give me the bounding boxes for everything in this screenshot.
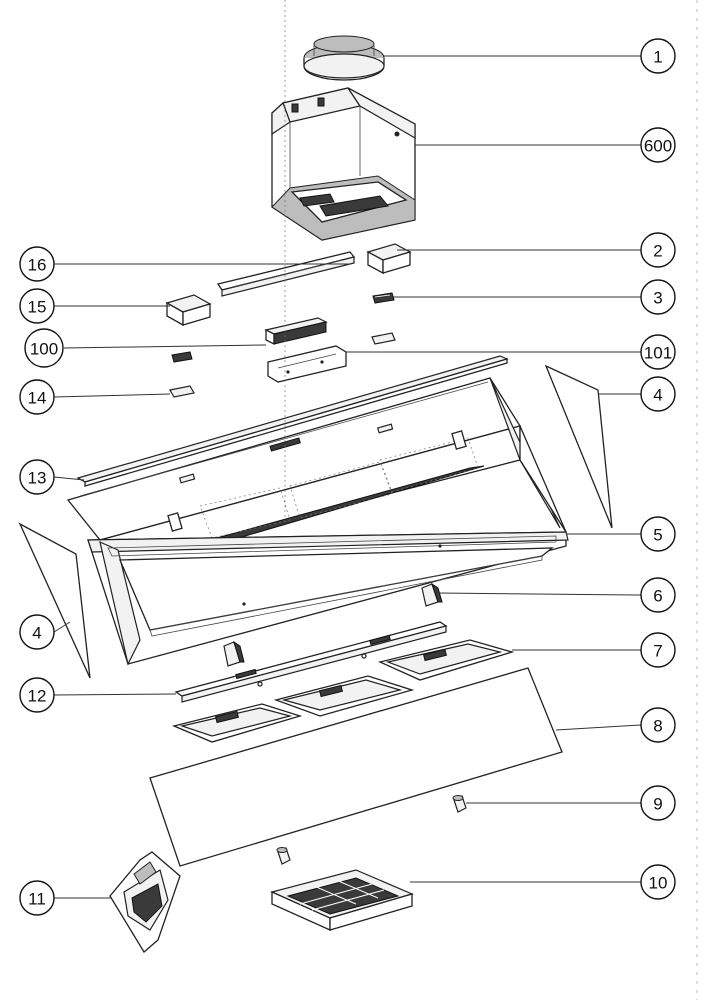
callout-16-label: 16 bbox=[28, 256, 47, 275]
part-motor-housing bbox=[271, 87, 416, 241]
callout-8-label: 8 bbox=[653, 717, 662, 736]
part-side-panel-right bbox=[544, 364, 613, 529]
callout-3-label: 3 bbox=[653, 289, 662, 308]
part-hood-body bbox=[66, 0, 569, 666]
callout-2-label: 2 bbox=[653, 242, 662, 261]
callout-5: 5 bbox=[640, 516, 676, 552]
part-side-panel-left bbox=[18, 522, 91, 679]
callout-12: 12 bbox=[19, 677, 55, 713]
part-pad-14 bbox=[169, 385, 195, 398]
part-clip-left bbox=[223, 640, 245, 667]
leader-lines bbox=[53, 55, 642, 899]
part-knob-left bbox=[276, 847, 291, 865]
part-duct-collar bbox=[303, 35, 385, 81]
part-filter-rail bbox=[174, 621, 448, 703]
callout-10: 10 bbox=[640, 864, 676, 900]
part-pad-3 bbox=[372, 292, 395, 304]
callout-9: 9 bbox=[640, 785, 676, 821]
part-mounting-plate bbox=[267, 345, 347, 383]
callout-101-label: 101 bbox=[644, 344, 672, 363]
part-bracket-box-right bbox=[366, 243, 412, 275]
callout-12-label: 12 bbox=[28, 687, 47, 706]
callout-1: 1 bbox=[640, 38, 676, 74]
callout-5-label: 5 bbox=[653, 526, 662, 545]
callout-8: 8 bbox=[640, 707, 676, 743]
callout-101: 101 bbox=[640, 334, 676, 370]
part-grease-filter-right bbox=[378, 639, 515, 681]
part-pad-101a bbox=[371, 332, 396, 345]
part-grease-filter-left bbox=[171, 703, 303, 743]
callout-4-right: 4 bbox=[640, 376, 676, 412]
callout-2: 2 bbox=[640, 232, 676, 268]
part-top-strip bbox=[76, 355, 509, 487]
callout-600-label: 600 bbox=[644, 137, 672, 156]
part-grease-filter-mid bbox=[273, 675, 415, 717]
callout-11-label: 11 bbox=[28, 890, 46, 909]
part-control-module bbox=[264, 317, 328, 346]
callout-16: 16 bbox=[19, 246, 55, 282]
callout-1-label: 1 bbox=[653, 48, 662, 67]
part-front-panel bbox=[149, 667, 563, 867]
callout-14: 14 bbox=[19, 379, 55, 415]
callout-10-label: 10 bbox=[649, 874, 668, 893]
callout-4-left: 4 bbox=[19, 614, 55, 650]
callout-7: 7 bbox=[640, 632, 676, 668]
callout-4-right-label: 4 bbox=[653, 386, 662, 405]
callout-13-label: 13 bbox=[28, 469, 47, 488]
callout-3: 3 bbox=[640, 279, 676, 315]
part-documentation-pack bbox=[109, 851, 181, 953]
part-long-rail bbox=[216, 251, 356, 297]
callout-600: 600 bbox=[640, 127, 676, 163]
callout-6: 6 bbox=[640, 577, 676, 613]
part-bracket-box-left bbox=[165, 294, 212, 327]
callout-14-label: 14 bbox=[28, 389, 47, 408]
callout-15: 15 bbox=[19, 288, 55, 324]
part-clip-right bbox=[421, 582, 443, 607]
part-knob-right bbox=[452, 795, 467, 813]
callout-11: 11 bbox=[19, 880, 55, 916]
callout-13: 13 bbox=[19, 459, 55, 495]
callout-6-label: 6 bbox=[653, 587, 662, 606]
part-carbon-filter bbox=[270, 869, 414, 932]
callout-9-label: 9 bbox=[653, 795, 662, 814]
part-pad-left-a bbox=[171, 351, 193, 363]
callout-100: 100 bbox=[24, 328, 64, 368]
callout-15-label: 15 bbox=[28, 298, 47, 317]
callout-7-label: 7 bbox=[653, 642, 662, 661]
callout-4-left-label: 4 bbox=[32, 624, 41, 643]
callout-100-label: 100 bbox=[30, 340, 58, 359]
